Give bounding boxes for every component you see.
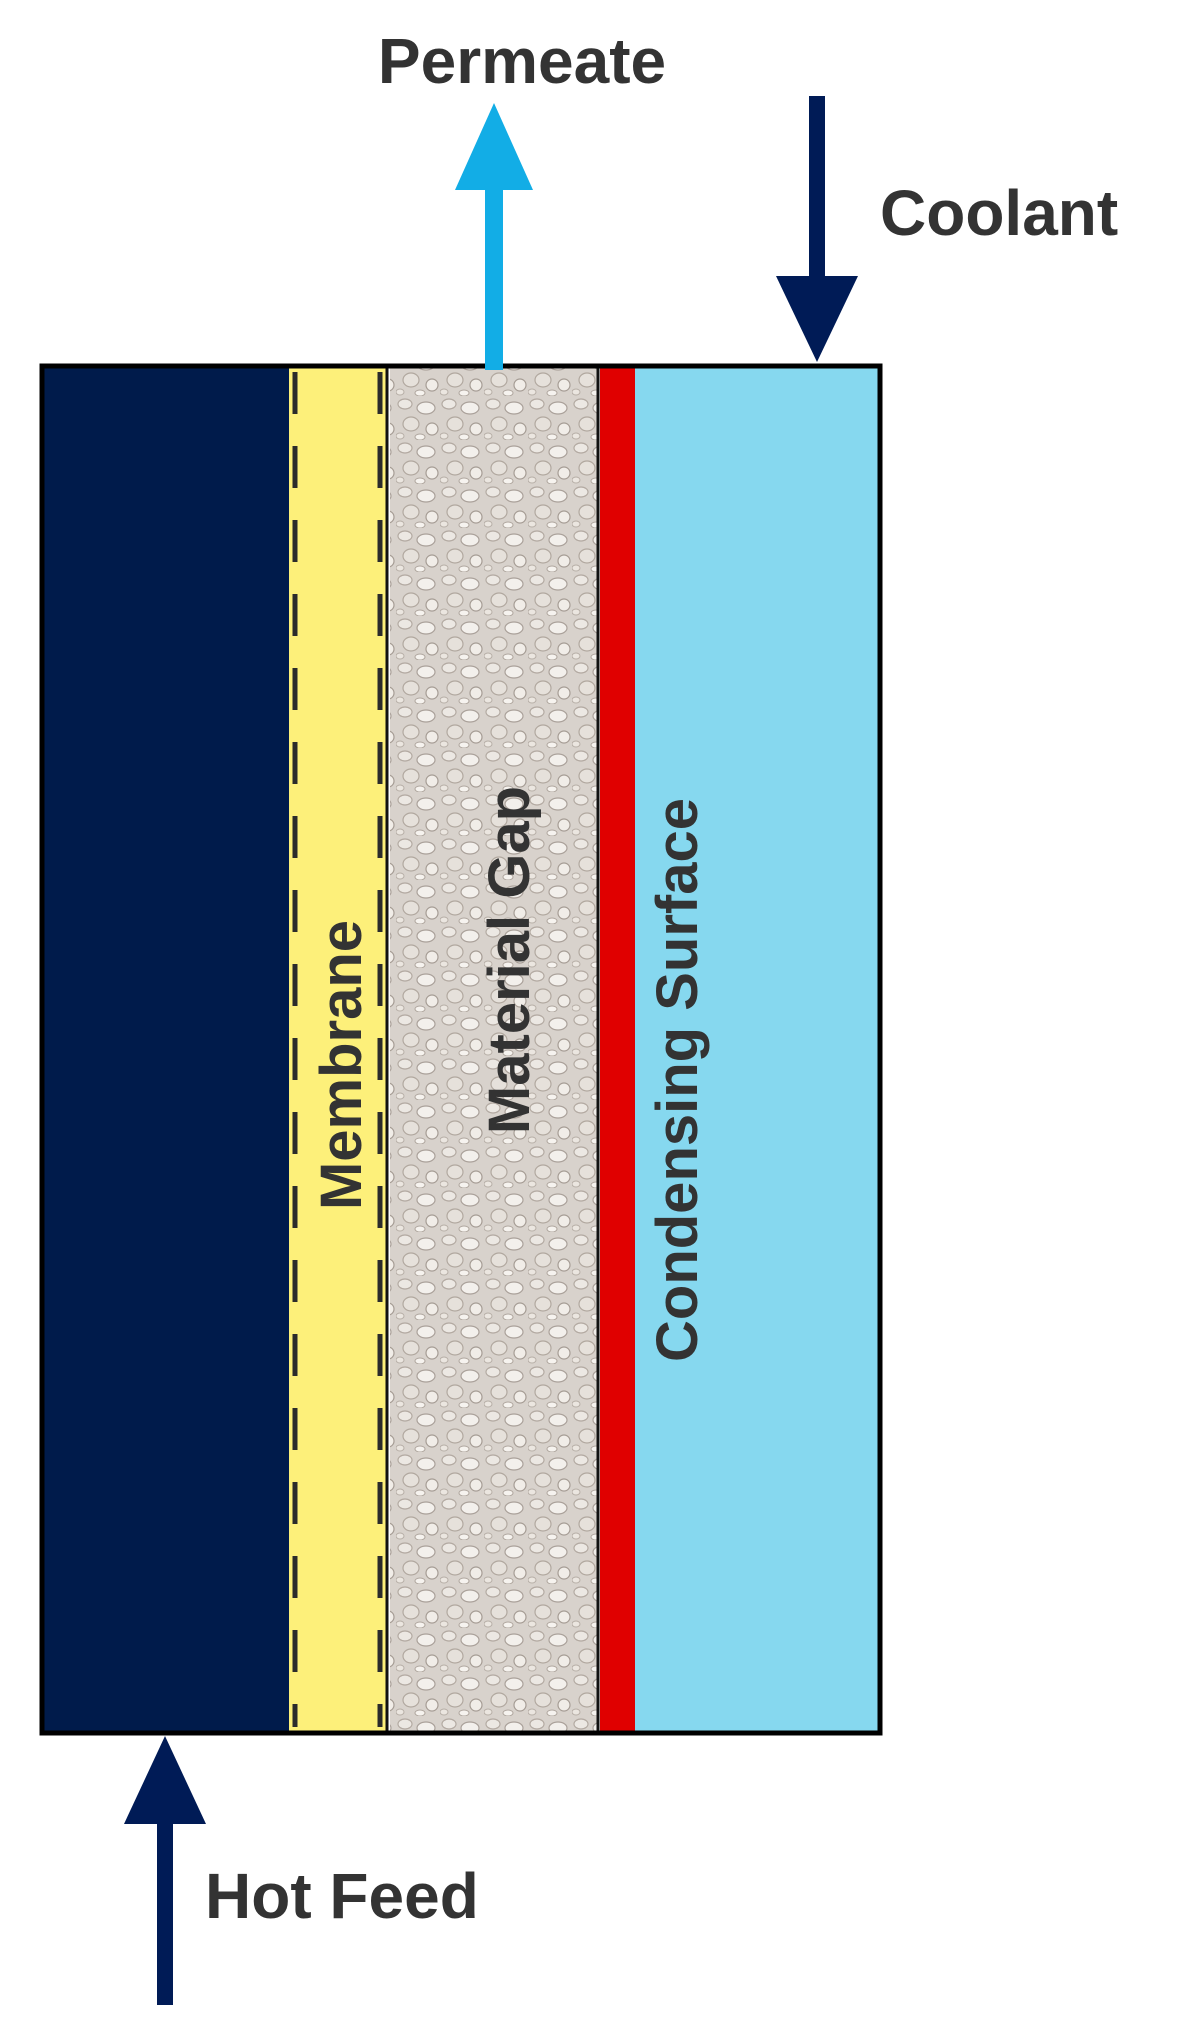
membrane-label: Membrane bbox=[309, 920, 374, 1210]
hot-feed-label: Hot Feed bbox=[205, 1860, 479, 1932]
permeate-label: Permeate bbox=[378, 25, 666, 97]
permeate-arrow-shaft bbox=[485, 180, 503, 370]
module-outline bbox=[39, 363, 883, 1736]
coolant-arrow bbox=[776, 96, 858, 362]
material-gap-layer bbox=[390, 366, 598, 1733]
coolant-arrow-head bbox=[776, 276, 858, 362]
condensing-surface-label: Condensing Surface bbox=[645, 798, 710, 1362]
coolant-label: Coolant bbox=[880, 177, 1118, 249]
material-gap-label: Material Gap bbox=[477, 786, 542, 1134]
hot-feed-channel bbox=[42, 366, 289, 1733]
hot-feed-arrow-head bbox=[124, 1736, 206, 1824]
hot-feed-arrow-shaft bbox=[157, 1815, 173, 2005]
membrane-layer bbox=[289, 366, 387, 1733]
permeate-arrow bbox=[455, 103, 533, 370]
condensing-surface-layer bbox=[600, 366, 635, 1733]
hot-feed-arrow bbox=[124, 1736, 206, 2005]
coolant-channel bbox=[635, 366, 880, 1733]
coolant-arrow-shaft bbox=[809, 96, 825, 286]
permeate-arrow-head bbox=[455, 103, 533, 190]
